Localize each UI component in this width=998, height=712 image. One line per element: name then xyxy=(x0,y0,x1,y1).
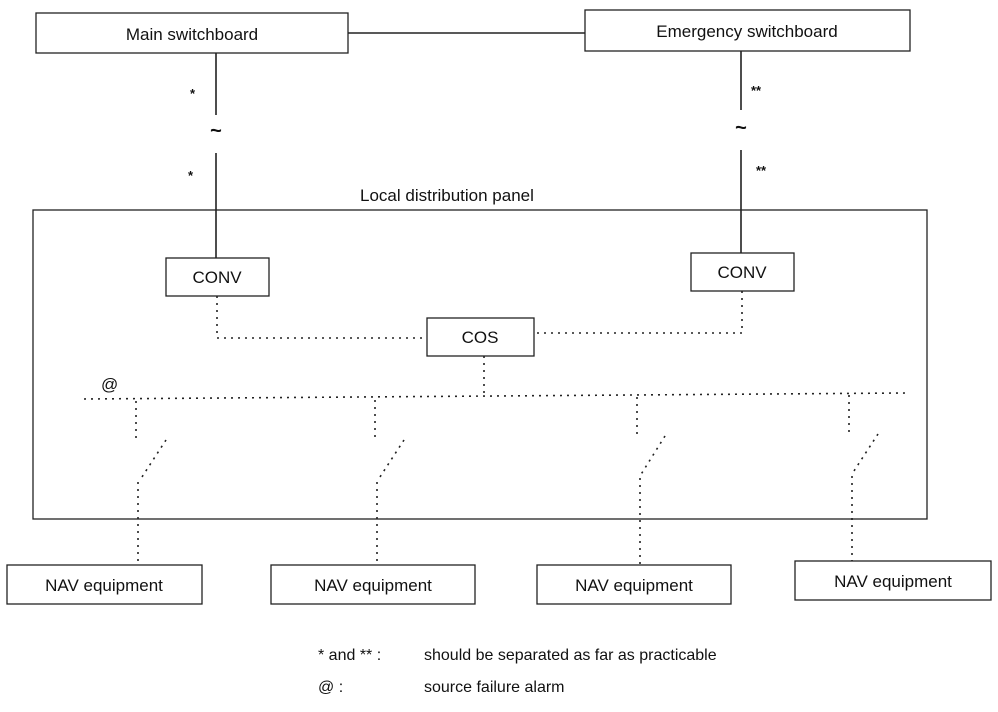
main-switchboard-box xyxy=(35,12,349,54)
main-feeder-tilde: ~ xyxy=(210,120,222,142)
cos-box xyxy=(426,317,535,357)
branch-2-switch xyxy=(377,439,405,481)
conv-right-to-cos-line xyxy=(534,291,743,334)
emergency-feeder-tilde: ~ xyxy=(735,117,747,139)
cos-label: COS xyxy=(462,328,499,347)
nav-equipment-label-4: NAV equipment xyxy=(834,572,952,591)
conv-box-right xyxy=(690,252,795,292)
conv-label-left: CONV xyxy=(192,268,242,287)
emergency-feeder-mark-lower: ** xyxy=(756,163,767,178)
branch-4-switch xyxy=(851,433,879,475)
legend-key-separation: * and ** : xyxy=(318,647,381,664)
nav-equipment-label-1: NAV equipment xyxy=(45,576,163,595)
nav-equipment-label-3: NAV equipment xyxy=(575,576,693,595)
legend-text-separation: should be separated as far as practicabl… xyxy=(424,647,717,664)
nav-equipment-box-1 xyxy=(6,564,203,605)
legend-key-alarm: @ : xyxy=(318,679,343,696)
main-switchboard-label: Main switchboard xyxy=(126,25,258,44)
nav-equipment-box-4 xyxy=(794,560,992,601)
branch-1-switch xyxy=(139,439,167,481)
panel-label: Local distribution panel xyxy=(360,186,534,205)
emergency-feeder-mark-upper: ** xyxy=(751,83,762,98)
branch-3-switch xyxy=(639,435,666,477)
nav-equipment-box-2 xyxy=(270,564,476,605)
alarm-mark: @ xyxy=(101,375,118,394)
distribution-bus xyxy=(83,392,906,400)
local-distribution-panel xyxy=(32,209,928,520)
conv-box-left xyxy=(165,257,270,297)
emergency-switchboard-label: Emergency switchboard xyxy=(656,22,837,41)
main-feeder-mark-lower: * xyxy=(188,168,194,183)
nav-equipment-box-3 xyxy=(536,564,732,605)
conv-left-to-cos-line xyxy=(216,296,427,339)
emergency-switchboard-box xyxy=(584,9,911,52)
main-feeder-mark-upper: * xyxy=(190,86,196,101)
conv-label-right: CONV xyxy=(717,263,767,282)
legend-text-alarm: source failure alarm xyxy=(424,679,565,696)
nav-equipment-label-2: NAV equipment xyxy=(314,576,432,595)
